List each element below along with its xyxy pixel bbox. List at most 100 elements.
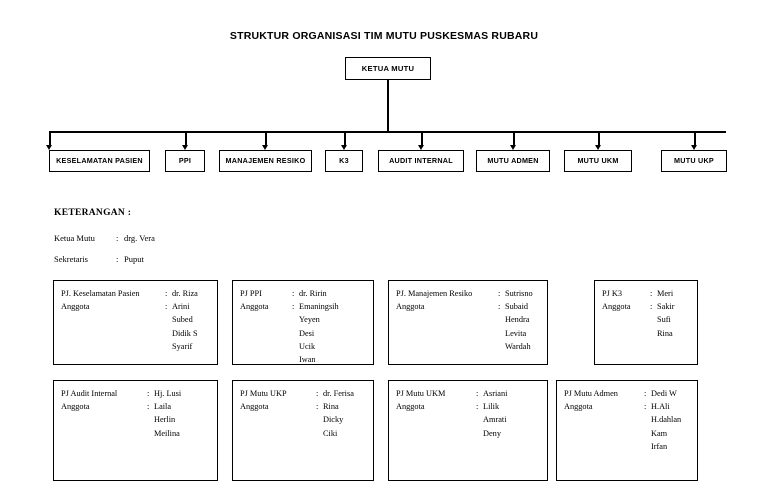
detail-members-row: Anggota:Subaid — [396, 300, 547, 313]
detail-member-row: Irfan — [564, 440, 697, 453]
org-node-mutu-ukm[interactable]: MUTU UKM — [564, 150, 632, 172]
connector-arrow-7 — [595, 145, 602, 150]
detail-member: Emaningsih — [299, 302, 339, 312]
detail-members-label: Anggota — [240, 402, 269, 412]
detail-members-label: Anggota — [240, 302, 269, 312]
org-node-label: MUTU UKP — [674, 156, 714, 166]
org-node-manajemen-resiko[interactable]: MANAJEMEN RESIKO — [219, 150, 312, 172]
detail-colon: : — [292, 289, 295, 298]
org-node-mutu-ukp[interactable]: MUTU UKP — [661, 150, 727, 172]
connector-drop-8 — [694, 131, 696, 147]
keterangan-colon: : — [116, 233, 119, 243]
org-node-label: PPI — [178, 156, 192, 166]
keterangan-value: drg. Vera — [124, 233, 155, 243]
detail-box-mutu-ukm[interactable]: PJ Mutu UKM:Asriani Anggota: Lilik Amrati… — [388, 380, 548, 481]
org-node-ppi[interactable]: PPI — [165, 150, 205, 172]
org-node-audit-internal[interactable]: AUDIT INTERNAL — [378, 150, 464, 172]
page-title: STRUKTUR ORGANISASI TIM MUTU PUSKESMAS R… — [229, 30, 539, 42]
detail-member: Lilik — [483, 402, 500, 412]
detail-pj-label: PJ Mutu Admen — [564, 389, 618, 398]
detail-pj-value: dr. Riza — [172, 289, 198, 298]
org-node-label: AUDIT INTERNAL — [389, 156, 453, 166]
org-node-keselamatan-pasien[interactable]: KESELAMATAN PASIEN — [49, 150, 150, 172]
detail-members-label: Anggota — [61, 402, 90, 412]
detail-pj-row: PJ Mutu Admen: Dedi W — [564, 387, 697, 400]
org-node-label: MUTU ADMEN — [487, 156, 539, 166]
detail-colon: : — [644, 389, 647, 398]
detail-box-k3[interactable]: PJ K3:Meri Anggota:Sakir Sufi Rina — [594, 280, 698, 365]
detail-colon: : — [476, 402, 479, 412]
connector-arrow-6 — [510, 145, 517, 150]
detail-pj-row: PJ PPI:dr. Ririn — [240, 287, 373, 300]
keterangan-row-sekretaris: Sekretaris:Puput — [54, 254, 144, 264]
detail-member: Syarif — [172, 341, 193, 351]
org-node-mutu-admen[interactable]: MUTU ADMEN — [476, 150, 550, 172]
connector-trunk — [387, 80, 389, 132]
detail-member: Sakir — [657, 302, 675, 312]
detail-members-row: Anggota: Rina — [240, 400, 373, 413]
detail-member-row: Amrati — [396, 413, 547, 426]
detail-members-label: Anggota — [564, 402, 593, 412]
detail-pj-value: Dedi W — [651, 389, 677, 398]
detail-box-audit-internal[interactable]: PJ Audit Internal:Hj. Lusi Anggota:Laila… — [53, 380, 218, 481]
detail-box-ppi[interactable]: PJ PPI:dr. Ririn Anggota: Emaningsih Yeye… — [232, 280, 374, 365]
org-node-label: MANAJEMEN RESIKO — [225, 156, 306, 166]
detail-member: Rina — [323, 402, 339, 412]
detail-box-manajemen-resiko[interactable]: PJ. Manajemen Resiko:Sutrisno Anggota:Su… — [388, 280, 548, 365]
detail-member: Amrati — [483, 415, 507, 425]
detail-member-row: Rina — [602, 327, 697, 340]
connector-arrow-5 — [418, 145, 425, 150]
detail-member-row: Deny — [396, 427, 547, 440]
org-node-root[interactable]: KETUA MUTU — [345, 57, 431, 80]
detail-box-mutu-admen[interactable]: PJ Mutu Admen: Dedi W Anggota: H.Ali H.dah… — [556, 380, 698, 481]
detail-member: Sufi — [657, 315, 671, 325]
org-node-label: MUTU UKM — [577, 156, 619, 166]
detail-member-row: H.dahlan — [564, 413, 697, 426]
detail-member-row: Subed — [61, 313, 217, 326]
detail-pj-label: PJ Mutu UKM — [396, 389, 446, 398]
detail-member-row: Hendra — [396, 313, 547, 326]
connector-drop-4 — [344, 131, 346, 147]
org-node-label: K3 — [339, 156, 349, 166]
detail-members-label: Anggota — [396, 402, 425, 412]
detail-member: Irfan — [651, 441, 668, 451]
detail-pj-value: Meri — [657, 289, 674, 298]
detail-colon: : — [147, 402, 150, 412]
detail-pj-value: Hj. Lusi — [154, 389, 182, 398]
detail-member: Subaid — [505, 302, 529, 312]
detail-pj-row: PJ Mutu UKP:dr. Ferisa — [240, 387, 373, 400]
detail-member: H.Ali — [651, 402, 670, 412]
detail-colon: : — [498, 302, 501, 312]
detail-pj-row: PJ Mutu UKM:Asriani — [396, 387, 547, 400]
detail-member-row: Levita — [396, 327, 547, 340]
detail-member: Rina — [657, 328, 673, 338]
detail-colon: : — [147, 389, 150, 398]
detail-members-label: Anggota — [61, 302, 90, 312]
connector-drop-5 — [421, 131, 423, 147]
detail-member: Herlin — [154, 415, 176, 425]
detail-pj-row: PJ K3:Meri — [602, 287, 697, 300]
detail-member-row: Sufi — [602, 313, 697, 326]
detail-box-keselamatan-pasien[interactable]: PJ. Keselamatan Pasien:dr. Riza Anggota:… — [53, 280, 218, 365]
detail-box-mutu-ukp[interactable]: PJ Mutu UKP:dr. Ferisa Anggota:Rina Dick… — [232, 380, 374, 481]
detail-member-row: Wardah — [396, 340, 547, 353]
org-node-k3[interactable]: K3 — [325, 150, 363, 172]
detail-member-row: Yeyen — [240, 313, 373, 326]
detail-member: Deny — [483, 428, 501, 438]
detail-member: Kam — [651, 428, 668, 438]
keterangan-label: Ketua Mutu — [54, 233, 95, 243]
detail-member: Didik S — [172, 328, 198, 338]
connector-drop-7 — [598, 131, 600, 147]
detail-member-row: Iwan — [240, 353, 373, 364]
keterangan-label: Sekretaris — [54, 254, 88, 264]
detail-pj-row: PJ. Manajemen Resiko:Sutrisno — [396, 287, 547, 300]
detail-pj-row: PJ Audit Internal:Hj. Lusi — [61, 387, 217, 400]
detail-members-row: Anggota:Arini — [61, 300, 217, 313]
detail-members-label: Anggota — [602, 302, 631, 312]
detail-member: Levita — [505, 328, 527, 338]
detail-colon: : — [476, 389, 479, 398]
connector-arrow-2 — [182, 145, 189, 150]
connector-arrow-8 — [691, 145, 698, 150]
detail-colon: : — [316, 402, 319, 412]
